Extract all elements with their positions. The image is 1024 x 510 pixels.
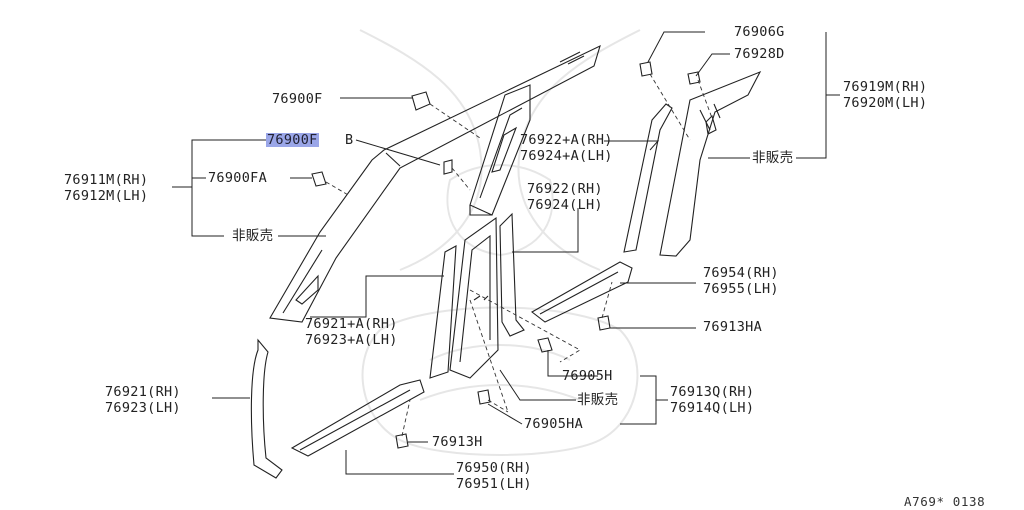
kicking-plate-front: [290, 379, 425, 457]
dash-side-finisher: [250, 338, 283, 479]
label-76914Q[interactable]: 76914Q(LH): [670, 400, 755, 416]
label-76913HA[interactable]: 76913HA: [703, 319, 762, 335]
label-76924[interactable]: 76924(LH): [527, 197, 603, 213]
label-not-for-sale-left: 非販売: [232, 228, 274, 244]
kicking-plate-rear: [531, 261, 633, 323]
center-pillar-upper: [469, 84, 531, 216]
assembly-lines: [325, 73, 713, 437]
leader-lines: [172, 31, 840, 475]
center-pillar-lower: [429, 212, 525, 379]
watermark-emblem: [359, 29, 641, 456]
label-76919M[interactable]: 76919M(RH): [843, 79, 928, 95]
label-76955[interactable]: 76955(LH): [703, 281, 779, 297]
label-76900FA[interactable]: 76900FA: [208, 170, 267, 186]
label-76950[interactable]: 76950(RH): [456, 460, 532, 476]
label-76928D[interactable]: 76928D: [734, 46, 785, 62]
label-76921A[interactable]: 76921+A(RH): [305, 316, 398, 332]
label-76913H[interactable]: 76913H: [432, 434, 483, 450]
label-76922[interactable]: 76922(RH): [527, 181, 603, 197]
label-76900F[interactable]: 76900F: [272, 91, 323, 107]
figure-reference: A769* 0138: [904, 494, 986, 509]
label-76920M[interactable]: 76920M(LH): [843, 95, 928, 111]
label-76911M[interactable]: 76911M(RH): [64, 172, 149, 188]
label-76906G[interactable]: 76906G: [734, 24, 785, 40]
label-76923A[interactable]: 76923+A(LH): [305, 332, 398, 348]
label-76954[interactable]: 76954(RH): [703, 265, 779, 281]
label-not-for-sale-bottom: 非販売: [577, 392, 619, 408]
label-76913Q[interactable]: 76913Q(RH): [670, 384, 755, 400]
label-76900FB-suffix[interactable]: B: [345, 132, 354, 148]
label-76900FB-highlighted[interactable]: 76900F: [266, 132, 319, 148]
label-76905HA[interactable]: 76905HA: [524, 416, 583, 432]
label-76951[interactable]: 76951(LH): [456, 476, 532, 492]
rear-pillar-finisher: [623, 70, 762, 257]
label-76922A[interactable]: 76922+A(RH): [520, 132, 613, 148]
label-not-for-sale-right: 非販売: [752, 150, 794, 166]
label-76921[interactable]: 76921(RH): [105, 384, 181, 400]
label-76924A[interactable]: 76924+A(LH): [520, 148, 613, 164]
label-76923[interactable]: 76923(LH): [105, 400, 181, 416]
label-76912M[interactable]: 76912M(LH): [64, 188, 149, 204]
label-76905H[interactable]: 76905H: [562, 368, 613, 384]
front-pillar-finisher: [269, 44, 601, 323]
